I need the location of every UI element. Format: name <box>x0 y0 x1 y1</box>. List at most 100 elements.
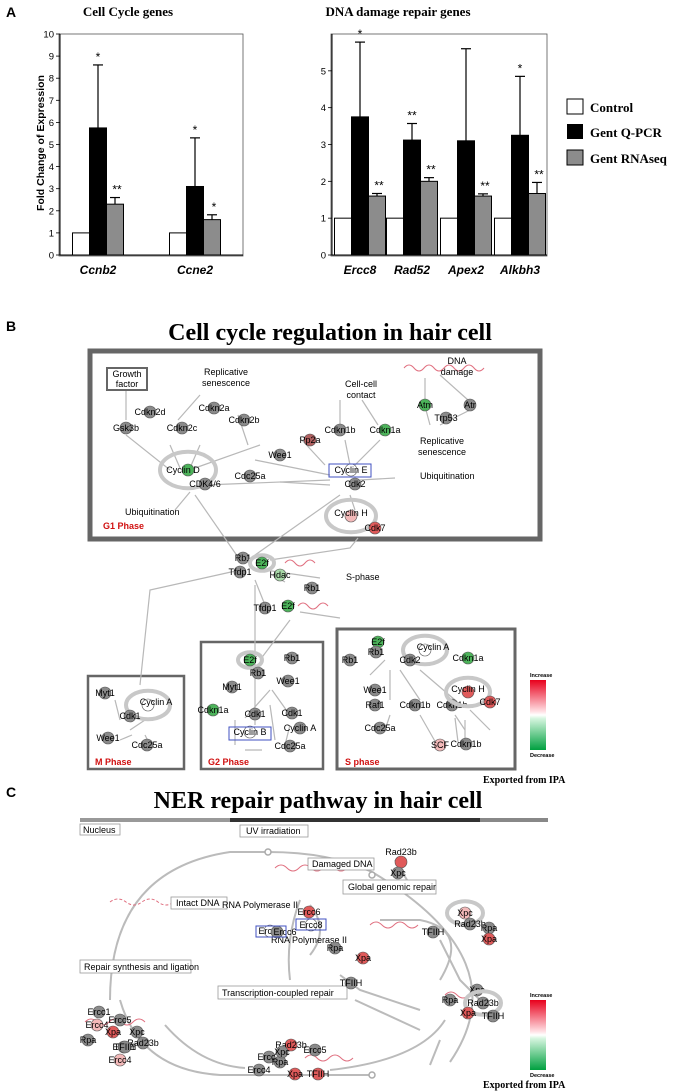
significance-mark: ** <box>374 178 384 192</box>
scale-c-increase: Increase <box>530 993 552 999</box>
label-dna-damage-1: DNA <box>447 356 466 366</box>
y-tick-label: 1 <box>49 228 54 239</box>
c-node-shape <box>482 932 496 946</box>
label-growth-factor-2: factor <box>116 379 139 389</box>
b-node-label: Cdc25a <box>234 471 265 481</box>
b-node-shape <box>418 643 432 657</box>
b-node-label: Cdkn2b <box>228 415 259 425</box>
b-node-shape <box>281 674 295 688</box>
label-uv-irradiation: UV irradiation <box>246 826 301 836</box>
b-node-label: Cdk1 <box>281 708 302 718</box>
scale-c-decrease: Decrease <box>530 1073 554 1079</box>
b-node-label: Wee1 <box>96 733 119 743</box>
b-node-label: Rb1 <box>368 647 385 657</box>
legend-swatch-control <box>566 98 584 115</box>
b-node-shape <box>285 706 299 720</box>
c-node-label: Ercc4 <box>85 1020 108 1030</box>
b-node-label: Wee1 <box>276 676 299 686</box>
label-g1-phase: G1 Phase <box>103 521 144 531</box>
category-label: Ercc8 <box>344 263 377 277</box>
label-nucleus: Nucleus <box>83 825 116 835</box>
b-node-label: SCF <box>431 740 450 750</box>
label-dna-damage-1b: damage <box>441 367 474 377</box>
dna-end-2 <box>368 871 376 879</box>
b-complex-ring <box>401 633 449 667</box>
bar-control-apex2 <box>440 217 458 256</box>
b-node-shape <box>243 653 257 667</box>
label-m-phase: M Phase <box>95 757 132 767</box>
c-node-label: Ercc5 <box>303 1045 326 1055</box>
b-node-label: Wee1 <box>363 685 386 695</box>
scale-bar-b <box>530 680 546 750</box>
c-node-shape <box>391 866 405 880</box>
c-node-label: Xpc <box>457 908 473 918</box>
c-node-shape <box>90 1018 104 1032</box>
bar-control-ccnb2 <box>72 232 90 256</box>
category-label: Alkbh3 <box>499 263 540 277</box>
b-complex-ring <box>324 497 378 535</box>
c-node-label: TFIIH <box>422 927 445 937</box>
b-node-label: Cdk1 <box>119 711 140 721</box>
bar-gent-rnaseq-alkbh3 <box>528 192 546 256</box>
b-node-label: Rb1 <box>304 583 321 593</box>
bar-gent-rnaseq-ercc8 <box>368 195 386 256</box>
bar-control-alkbh3 <box>494 217 512 256</box>
y-tick-label: 1 <box>321 214 326 225</box>
b-node-label: Wee1 <box>268 450 291 460</box>
label-transcription-coupled: Transcription-coupled repair <box>222 988 334 998</box>
c-node-shape <box>443 993 457 1007</box>
c-node-label: Ercc8 <box>258 926 281 936</box>
bar-gent-rnaseq-ccnb2 <box>106 203 124 256</box>
significance-mark: ** <box>480 179 490 193</box>
bar-gent-q-pcr-alkbh3 <box>511 134 529 256</box>
b-node-shape <box>463 398 477 412</box>
bar-gent-q-pcr-ccnb2 <box>89 127 107 256</box>
category-label: Ccne2 <box>177 263 213 277</box>
significance-mark: ** <box>407 109 417 123</box>
b-node-shape <box>461 685 475 699</box>
y-tick-label: 2 <box>321 177 326 188</box>
c-node-shape <box>113 1053 127 1067</box>
c-node-label: TFIIH <box>307 1069 330 1079</box>
b-complex-ring <box>124 688 172 722</box>
bar-control-ercc8 <box>334 217 352 256</box>
b-node-label: Cdk7 <box>479 697 500 707</box>
panel-b-letter: B <box>6 318 16 334</box>
b-node-label: Cyclin H <box>334 508 368 518</box>
b-node-label: Tfdp1 <box>253 603 276 613</box>
bar-gent-rnaseq-apex2 <box>474 195 492 256</box>
b-node-shape <box>123 709 137 723</box>
c-node-label: Ercc4 <box>108 1055 131 1065</box>
c-node-label: Ercc6 <box>297 907 320 917</box>
panel-b: B Cell cycle regulation in hair cell <box>6 318 566 786</box>
b-complex-ring <box>236 650 264 670</box>
c-node-label: Xpa <box>287 1069 303 1079</box>
dna-strand-c3 <box>369 921 419 929</box>
b-node-shape <box>348 477 362 491</box>
c-node-shape <box>302 905 316 919</box>
b-node-shape <box>248 707 262 721</box>
b-node-shape <box>236 551 250 565</box>
c-node-shape <box>118 1040 132 1054</box>
category-label: Apex2 <box>447 263 484 277</box>
b-node-shape <box>369 645 383 659</box>
y-tick-label: 10 <box>43 30 54 41</box>
b-node-shape <box>408 698 422 712</box>
b-node-label: E2f <box>243 655 257 665</box>
y-tick-label: 3 <box>321 140 326 151</box>
b-node-label: Cdc25a <box>131 740 162 750</box>
b-node-label: Atr <box>464 400 476 410</box>
b-node-label: Cyclin A <box>417 642 450 652</box>
c-node-shape <box>463 917 477 931</box>
chart-left-title: Cell Cycle genes <box>83 4 173 19</box>
c-node-shape <box>476 996 490 1010</box>
b-node-label: Cdk2 <box>344 479 365 489</box>
b-node-shape <box>459 737 473 751</box>
m-phase-box <box>86 674 186 771</box>
b-node-shape <box>237 413 251 427</box>
s-phase-box <box>335 627 517 771</box>
bar-control-ccne2 <box>169 232 187 256</box>
c-node-shape <box>275 1045 289 1059</box>
b-node-label: Rb1 <box>342 655 359 665</box>
scale-b-increase: Increase <box>530 673 552 679</box>
